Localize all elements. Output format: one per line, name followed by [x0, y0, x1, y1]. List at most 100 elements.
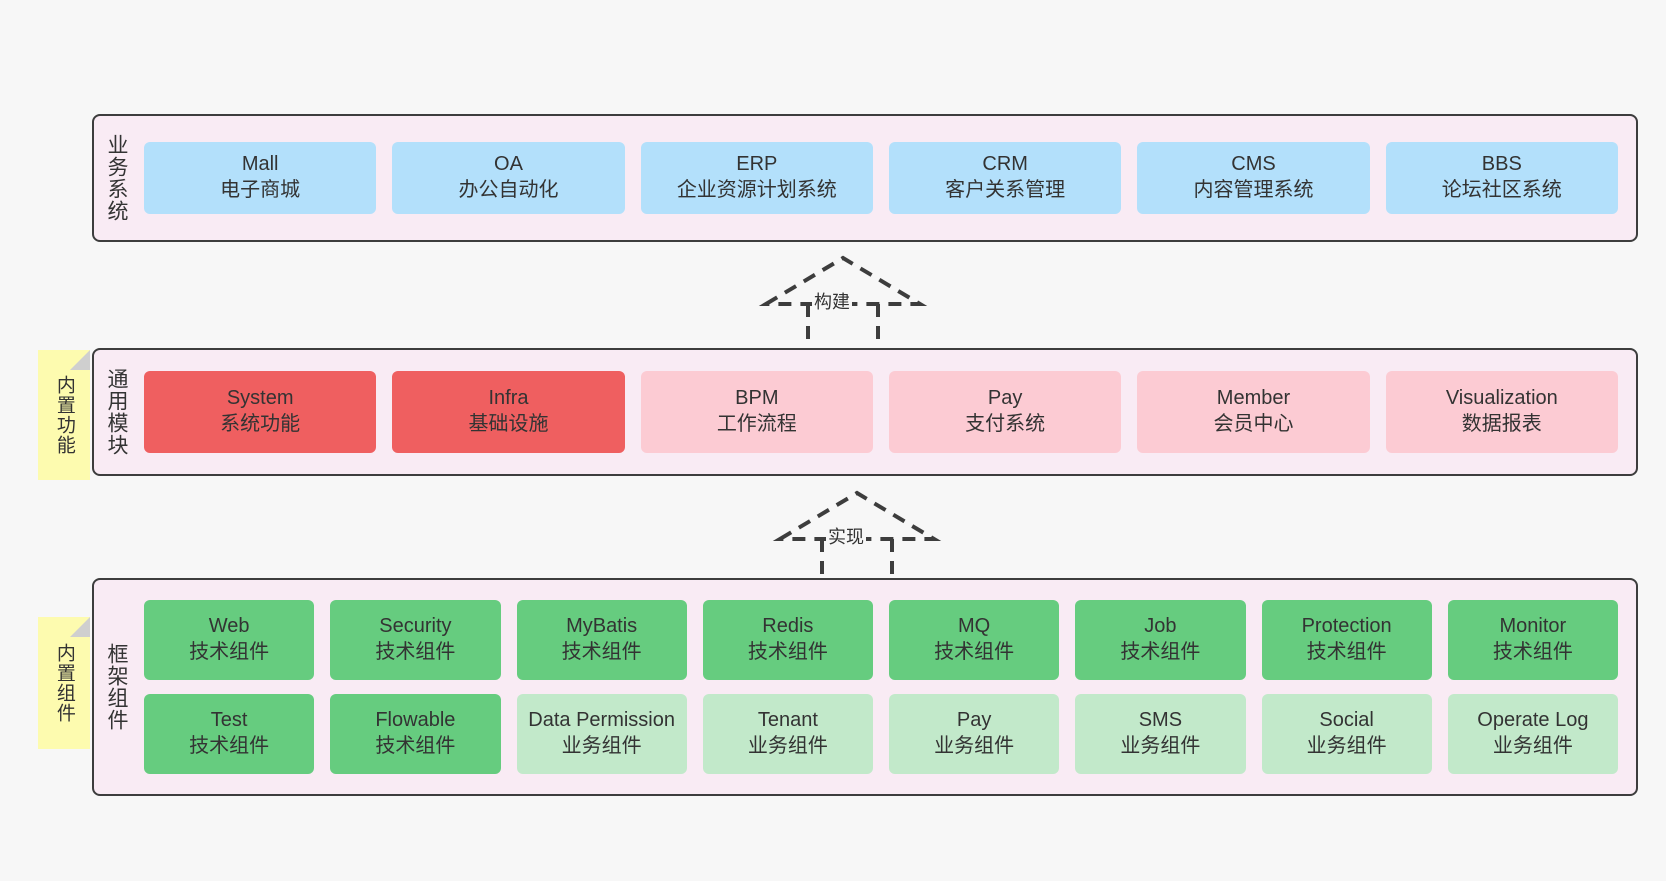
card-subtitle: 会员中心 — [1213, 413, 1294, 435]
card-subtitle: 业务组件 — [934, 735, 1015, 757]
card-test[interactable]: Test 技术组件 — [144, 694, 315, 774]
card-subtitle: 技术组件 — [189, 641, 270, 663]
card-cms[interactable]: CMS 内容管理系统 — [1137, 142, 1370, 214]
card-subtitle: 电子商城 — [220, 179, 301, 201]
layer-title-framework-components: 框架组件 — [104, 643, 128, 731]
card-title: Visualization — [1445, 387, 1558, 410]
card-pay-module[interactable]: Pay 支付系统 — [888, 371, 1122, 453]
card-subtitle: 业务组件 — [561, 735, 642, 757]
card-subtitle: 技术组件 — [375, 735, 456, 757]
card-monitor[interactable]: Monitor 技术组件 — [1447, 600, 1618, 680]
note-builtin-component: 内置组件 — [38, 617, 90, 749]
card-crm[interactable]: CRM 客户关系管理 — [888, 142, 1122, 214]
business-systems-row: Mall 电子商城 OA 办公自动化 ERP 企业资源计划系统 CRM 客户关系… — [144, 142, 1618, 214]
card-subtitle: 论坛社区系统 — [1441, 179, 1562, 201]
card-subtitle: 工作流程 — [716, 413, 797, 435]
card-subtitle: 技术组件 — [189, 735, 270, 757]
card-subtitle: 业务组件 — [1492, 735, 1573, 757]
card-subtitle: 业务组件 — [1306, 735, 1387, 757]
card-subtitle: 技术组件 — [747, 641, 828, 663]
card-title: Member — [1216, 387, 1291, 410]
card-title: Operate Log — [1477, 709, 1589, 732]
card-subtitle: 数据报表 — [1461, 413, 1542, 435]
card-mq[interactable]: MQ 技术组件 — [889, 600, 1060, 680]
card-subtitle: 技术组件 — [1306, 641, 1387, 663]
card-title: BPM — [735, 387, 779, 410]
card-job[interactable]: Job 技术组件 — [1075, 600, 1246, 680]
card-subtitle: 业务组件 — [1120, 735, 1201, 757]
card-subtitle: 业务组件 — [747, 735, 828, 757]
card-title: ERP — [736, 153, 778, 176]
card-title: CRM — [982, 153, 1028, 176]
card-redis[interactable]: Redis 技术组件 — [702, 600, 873, 680]
card-bpm[interactable]: BPM 工作流程 — [640, 371, 873, 453]
card-subtitle: 内容管理系统 — [1193, 179, 1314, 201]
card-bbs[interactable]: BBS 论坛社区系统 — [1385, 142, 1618, 214]
card-subtitle: 技术组件 — [1120, 641, 1201, 663]
card-subtitle: 客户关系管理 — [945, 179, 1066, 201]
card-system[interactable]: System 系统功能 — [144, 371, 377, 453]
card-title: Pay — [956, 709, 992, 732]
card-protection[interactable]: Protection 技术组件 — [1261, 600, 1432, 680]
card-title: SMS — [1138, 709, 1183, 732]
framework-components-row-business: Test 技术组件 Flowable 技术组件 Data Permission … — [144, 694, 1618, 774]
note-label: 内置功能 — [53, 375, 75, 455]
card-title: Security — [379, 615, 452, 638]
card-operate-log[interactable]: Operate Log 业务组件 — [1447, 694, 1618, 774]
note-builtin-function: 内置功能 — [38, 350, 90, 480]
layer-framework-components: 框架组件 Web 技术组件 Security 技术组件 MyBatis 技术组件… — [92, 578, 1638, 796]
card-title: Monitor — [1499, 615, 1567, 638]
card-flowable[interactable]: Flowable 技术组件 — [330, 694, 501, 774]
framework-components-card-area: Web 技术组件 Security 技术组件 MyBatis 技术组件 Redi… — [138, 580, 1636, 794]
note-label: 内置组件 — [53, 643, 75, 723]
card-title: Social — [1319, 709, 1374, 732]
card-title: OA — [494, 153, 523, 176]
connector-implement-label: 实现 — [826, 527, 866, 547]
card-title: Flowable — [375, 709, 456, 732]
generalization-triangle — [758, 255, 928, 306]
layer-business-systems: 业务系统 Mall 电子商城 OA 办公自动化 ERP 企业资源计划系统 CRM — [92, 114, 1638, 242]
card-visualization[interactable]: Visualization 数据报表 — [1385, 371, 1618, 453]
card-web[interactable]: Web 技术组件 — [144, 600, 315, 680]
card-subtitle: 企业资源计划系统 — [676, 179, 837, 201]
card-subtitle: 技术组件 — [561, 641, 642, 663]
card-subtitle: 技术组件 — [1492, 641, 1573, 663]
card-title: Mall — [241, 153, 279, 176]
generalization-triangle — [772, 490, 942, 541]
card-mall[interactable]: Mall 电子商城 — [144, 142, 377, 214]
card-title: Data Permission — [528, 709, 675, 732]
card-sms[interactable]: SMS 业务组件 — [1075, 694, 1246, 774]
card-mybatis[interactable]: MyBatis 技术组件 — [516, 600, 687, 680]
layer-title-common-modules: 通用模块 — [104, 368, 128, 456]
card-title: MyBatis — [566, 615, 638, 638]
card-infra[interactable]: Infra 基础设施 — [392, 371, 625, 453]
card-erp[interactable]: ERP 企业资源计划系统 — [640, 142, 873, 214]
card-pay-component[interactable]: Pay 业务组件 — [889, 694, 1060, 774]
card-subtitle: 基础设施 — [468, 413, 549, 435]
card-title: Infra — [488, 387, 529, 410]
card-subtitle: 支付系统 — [965, 413, 1046, 435]
card-title: BBS — [1481, 153, 1522, 176]
common-modules-row: System 系统功能 Infra 基础设施 BPM 工作流程 Pay 支付系统… — [144, 371, 1618, 453]
card-subtitle: 技术组件 — [375, 641, 456, 663]
card-title: Job — [1144, 615, 1177, 638]
layer-common-modules: 通用模块 System 系统功能 Infra 基础设施 BPM 工作流程 Pay — [92, 348, 1638, 476]
card-security[interactable]: Security 技术组件 — [330, 600, 501, 680]
business-systems-card-area: Mall 电子商城 OA 办公自动化 ERP 企业资源计划系统 CRM 客户关系… — [138, 116, 1636, 240]
card-member[interactable]: Member 会员中心 — [1137, 371, 1370, 453]
card-data-permission[interactable]: Data Permission 业务组件 — [516, 694, 687, 774]
connector-build: 构建 — [748, 252, 938, 360]
card-social[interactable]: Social 业务组件 — [1261, 694, 1432, 774]
card-title: System — [226, 387, 294, 410]
connector-build-label: 构建 — [812, 292, 852, 312]
card-tenant[interactable]: Tenant 业务组件 — [702, 694, 873, 774]
framework-components-row-technical: Web 技术组件 Security 技术组件 MyBatis 技术组件 Redi… — [144, 600, 1618, 680]
card-title: MQ — [958, 615, 991, 638]
card-oa[interactable]: OA 办公自动化 — [392, 142, 625, 214]
card-subtitle: 系统功能 — [220, 413, 301, 435]
card-subtitle: 技术组件 — [934, 641, 1015, 663]
card-title: Tenant — [757, 709, 818, 732]
card-title: Redis — [762, 615, 814, 638]
card-title: Pay — [987, 387, 1023, 410]
